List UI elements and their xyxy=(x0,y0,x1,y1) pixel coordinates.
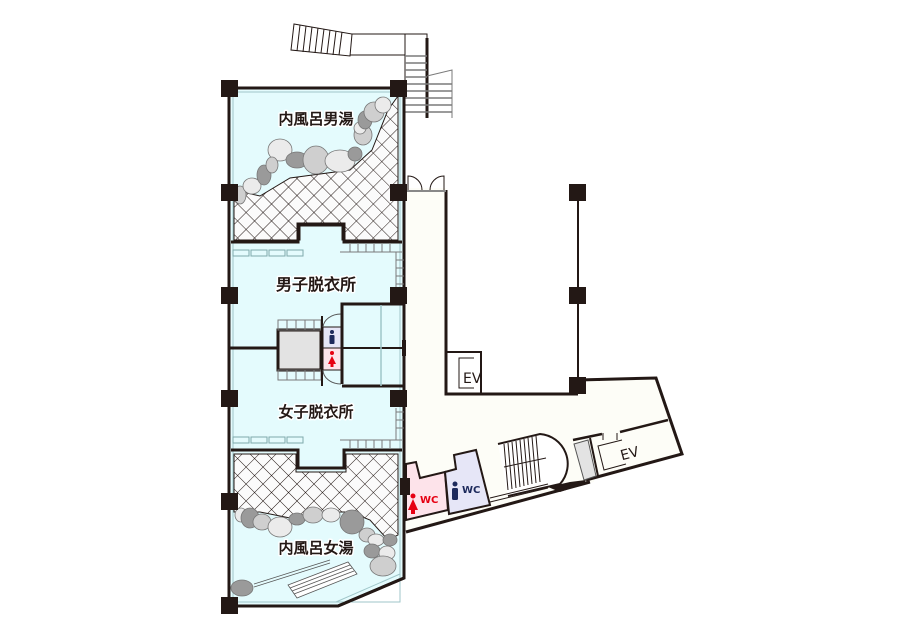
elevator-east: EV xyxy=(572,418,669,481)
corridor xyxy=(406,188,682,532)
room-label-mens-bath: 内風呂男湯 xyxy=(278,110,353,128)
wc-women-label: WC xyxy=(420,495,438,506)
double-door-icon xyxy=(407,175,445,191)
womens-bath-rocks xyxy=(230,506,398,597)
room-label-womens-bath: 内風呂女湯 xyxy=(278,539,353,557)
lockers xyxy=(232,249,304,444)
bath-bench xyxy=(253,559,358,599)
women-restroom-icon xyxy=(408,493,418,514)
staircase-icon xyxy=(489,432,586,503)
wc-men-label: WC xyxy=(462,485,480,496)
mens-bath-rocks xyxy=(233,96,392,205)
room-label-womens-changing: 女子脱衣所 xyxy=(278,403,353,421)
women-icon-small xyxy=(328,351,336,367)
elevator-label: EV xyxy=(463,371,482,387)
men-icon-small xyxy=(329,330,335,344)
men-restroom-icon xyxy=(452,481,458,500)
structural-columns xyxy=(221,80,586,614)
elevator-north: EV xyxy=(446,351,482,394)
machine-room xyxy=(276,328,323,372)
room-label-mens-changing: 男子脱衣所 xyxy=(276,275,356,294)
elevator-label: EV xyxy=(619,444,641,464)
